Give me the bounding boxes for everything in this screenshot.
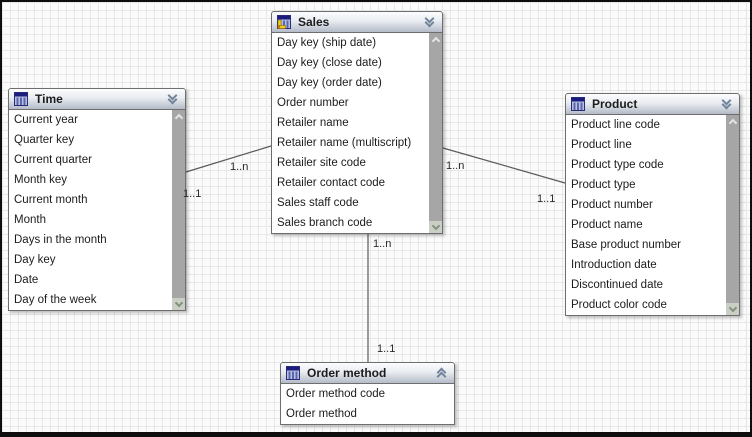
cardinality-label: 1..n bbox=[373, 238, 392, 250]
field-row[interactable]: Day key bbox=[14, 254, 56, 266]
field-row[interactable]: Product color code bbox=[571, 299, 667, 311]
field-row[interactable]: Product number bbox=[571, 199, 653, 211]
fact-table-icon bbox=[277, 15, 291, 29]
field-row[interactable]: Month bbox=[14, 214, 46, 226]
chevron-double-down-icon[interactable] bbox=[421, 13, 437, 31]
field-row[interactable]: Current month bbox=[14, 194, 88, 206]
field-row[interactable]: Retailer name bbox=[277, 117, 349, 129]
scroll-up-button[interactable] bbox=[429, 33, 442, 45]
scroll-down-button[interactable] bbox=[429, 221, 442, 233]
vertical-scrollbar[interactable] bbox=[172, 110, 185, 310]
cardinality-label: 1..1 bbox=[377, 343, 396, 355]
arrow-up-icon bbox=[728, 118, 737, 127]
table-title: Time bbox=[35, 92, 63, 106]
cardinality-label: 1..n bbox=[446, 160, 465, 172]
field-row[interactable]: Day key (order date) bbox=[277, 77, 382, 89]
arrow-down-icon bbox=[431, 221, 440, 231]
table-header-sales[interactable]: Sales bbox=[271, 11, 443, 33]
field-row[interactable]: Retailer name (multiscript) bbox=[277, 137, 412, 149]
arrow-down-icon bbox=[174, 298, 183, 308]
cardinality-label: 1..1 bbox=[537, 193, 556, 205]
vertical-scrollbar[interactable] bbox=[726, 115, 739, 315]
relationship-line-time-sales bbox=[185, 145, 272, 173]
chevron-double-up-icon[interactable] bbox=[433, 364, 449, 382]
table-icon bbox=[286, 366, 300, 380]
chevron-double-down-icon[interactable] bbox=[164, 90, 180, 108]
arrow-down-icon bbox=[728, 303, 737, 313]
field-row[interactable]: Days in the month bbox=[14, 234, 107, 246]
vertical-scrollbar[interactable] bbox=[429, 33, 442, 233]
table-title: Product bbox=[592, 97, 638, 111]
table-title: Order method bbox=[307, 366, 387, 380]
scroll-up-button[interactable] bbox=[726, 115, 739, 127]
field-row[interactable]: Introduction date bbox=[571, 259, 657, 271]
field-row[interactable]: Day of the week bbox=[14, 294, 97, 306]
field-row[interactable]: Product line code bbox=[571, 119, 660, 131]
field-row[interactable]: Retailer contact code bbox=[277, 177, 386, 189]
table-icon bbox=[14, 92, 28, 106]
field-row[interactable]: Current year bbox=[14, 114, 78, 126]
scroll-down-button[interactable] bbox=[726, 303, 739, 315]
scroll-up-button[interactable] bbox=[172, 110, 185, 122]
field-row[interactable]: Sales staff code bbox=[277, 197, 359, 209]
table-body: Day key (ship date) Day key (close date) D… bbox=[271, 33, 443, 234]
arrow-up-icon bbox=[431, 36, 440, 45]
field-row[interactable]: Product line bbox=[571, 139, 632, 151]
table-header-product[interactable]: Product bbox=[565, 93, 740, 115]
field-row[interactable]: Product type bbox=[571, 179, 636, 191]
table-header-time[interactable]: Time bbox=[8, 88, 186, 110]
field-row[interactable]: Sales branch code bbox=[277, 217, 373, 229]
field-row[interactable]: Current quarter bbox=[14, 154, 92, 166]
field-row[interactable]: Product name bbox=[571, 219, 643, 231]
field-row[interactable]: Base product number bbox=[571, 239, 681, 251]
field-row[interactable]: Order number bbox=[277, 97, 349, 109]
field-row[interactable]: Day key (ship date) bbox=[277, 37, 377, 49]
field-row[interactable]: Retailer site code bbox=[277, 157, 366, 169]
field-row[interactable]: Order method code bbox=[286, 388, 386, 400]
table-header-order-method[interactable]: Order method bbox=[280, 362, 455, 384]
field-row[interactable]: Month key bbox=[14, 174, 68, 186]
arrow-up-icon bbox=[174, 113, 183, 122]
field-row[interactable]: Quarter key bbox=[14, 134, 75, 146]
field-row[interactable]: Day key (close date) bbox=[277, 57, 382, 69]
field-row[interactable]: Date bbox=[14, 274, 39, 286]
field-row[interactable]: Discontinued date bbox=[571, 279, 664, 291]
cardinality-label: 1..1 bbox=[183, 188, 202, 200]
field-row[interactable]: Order method bbox=[286, 408, 357, 420]
field-list: Day key (ship date) Day key (close date) D… bbox=[272, 33, 429, 233]
chevron-double-down-icon[interactable] bbox=[718, 95, 734, 113]
field-row[interactable]: Product type code bbox=[571, 159, 664, 171]
scroll-down-button[interactable] bbox=[172, 298, 185, 310]
table-title: Sales bbox=[298, 15, 330, 29]
table-icon bbox=[571, 97, 585, 111]
cardinality-label: 1..n bbox=[230, 161, 249, 173]
